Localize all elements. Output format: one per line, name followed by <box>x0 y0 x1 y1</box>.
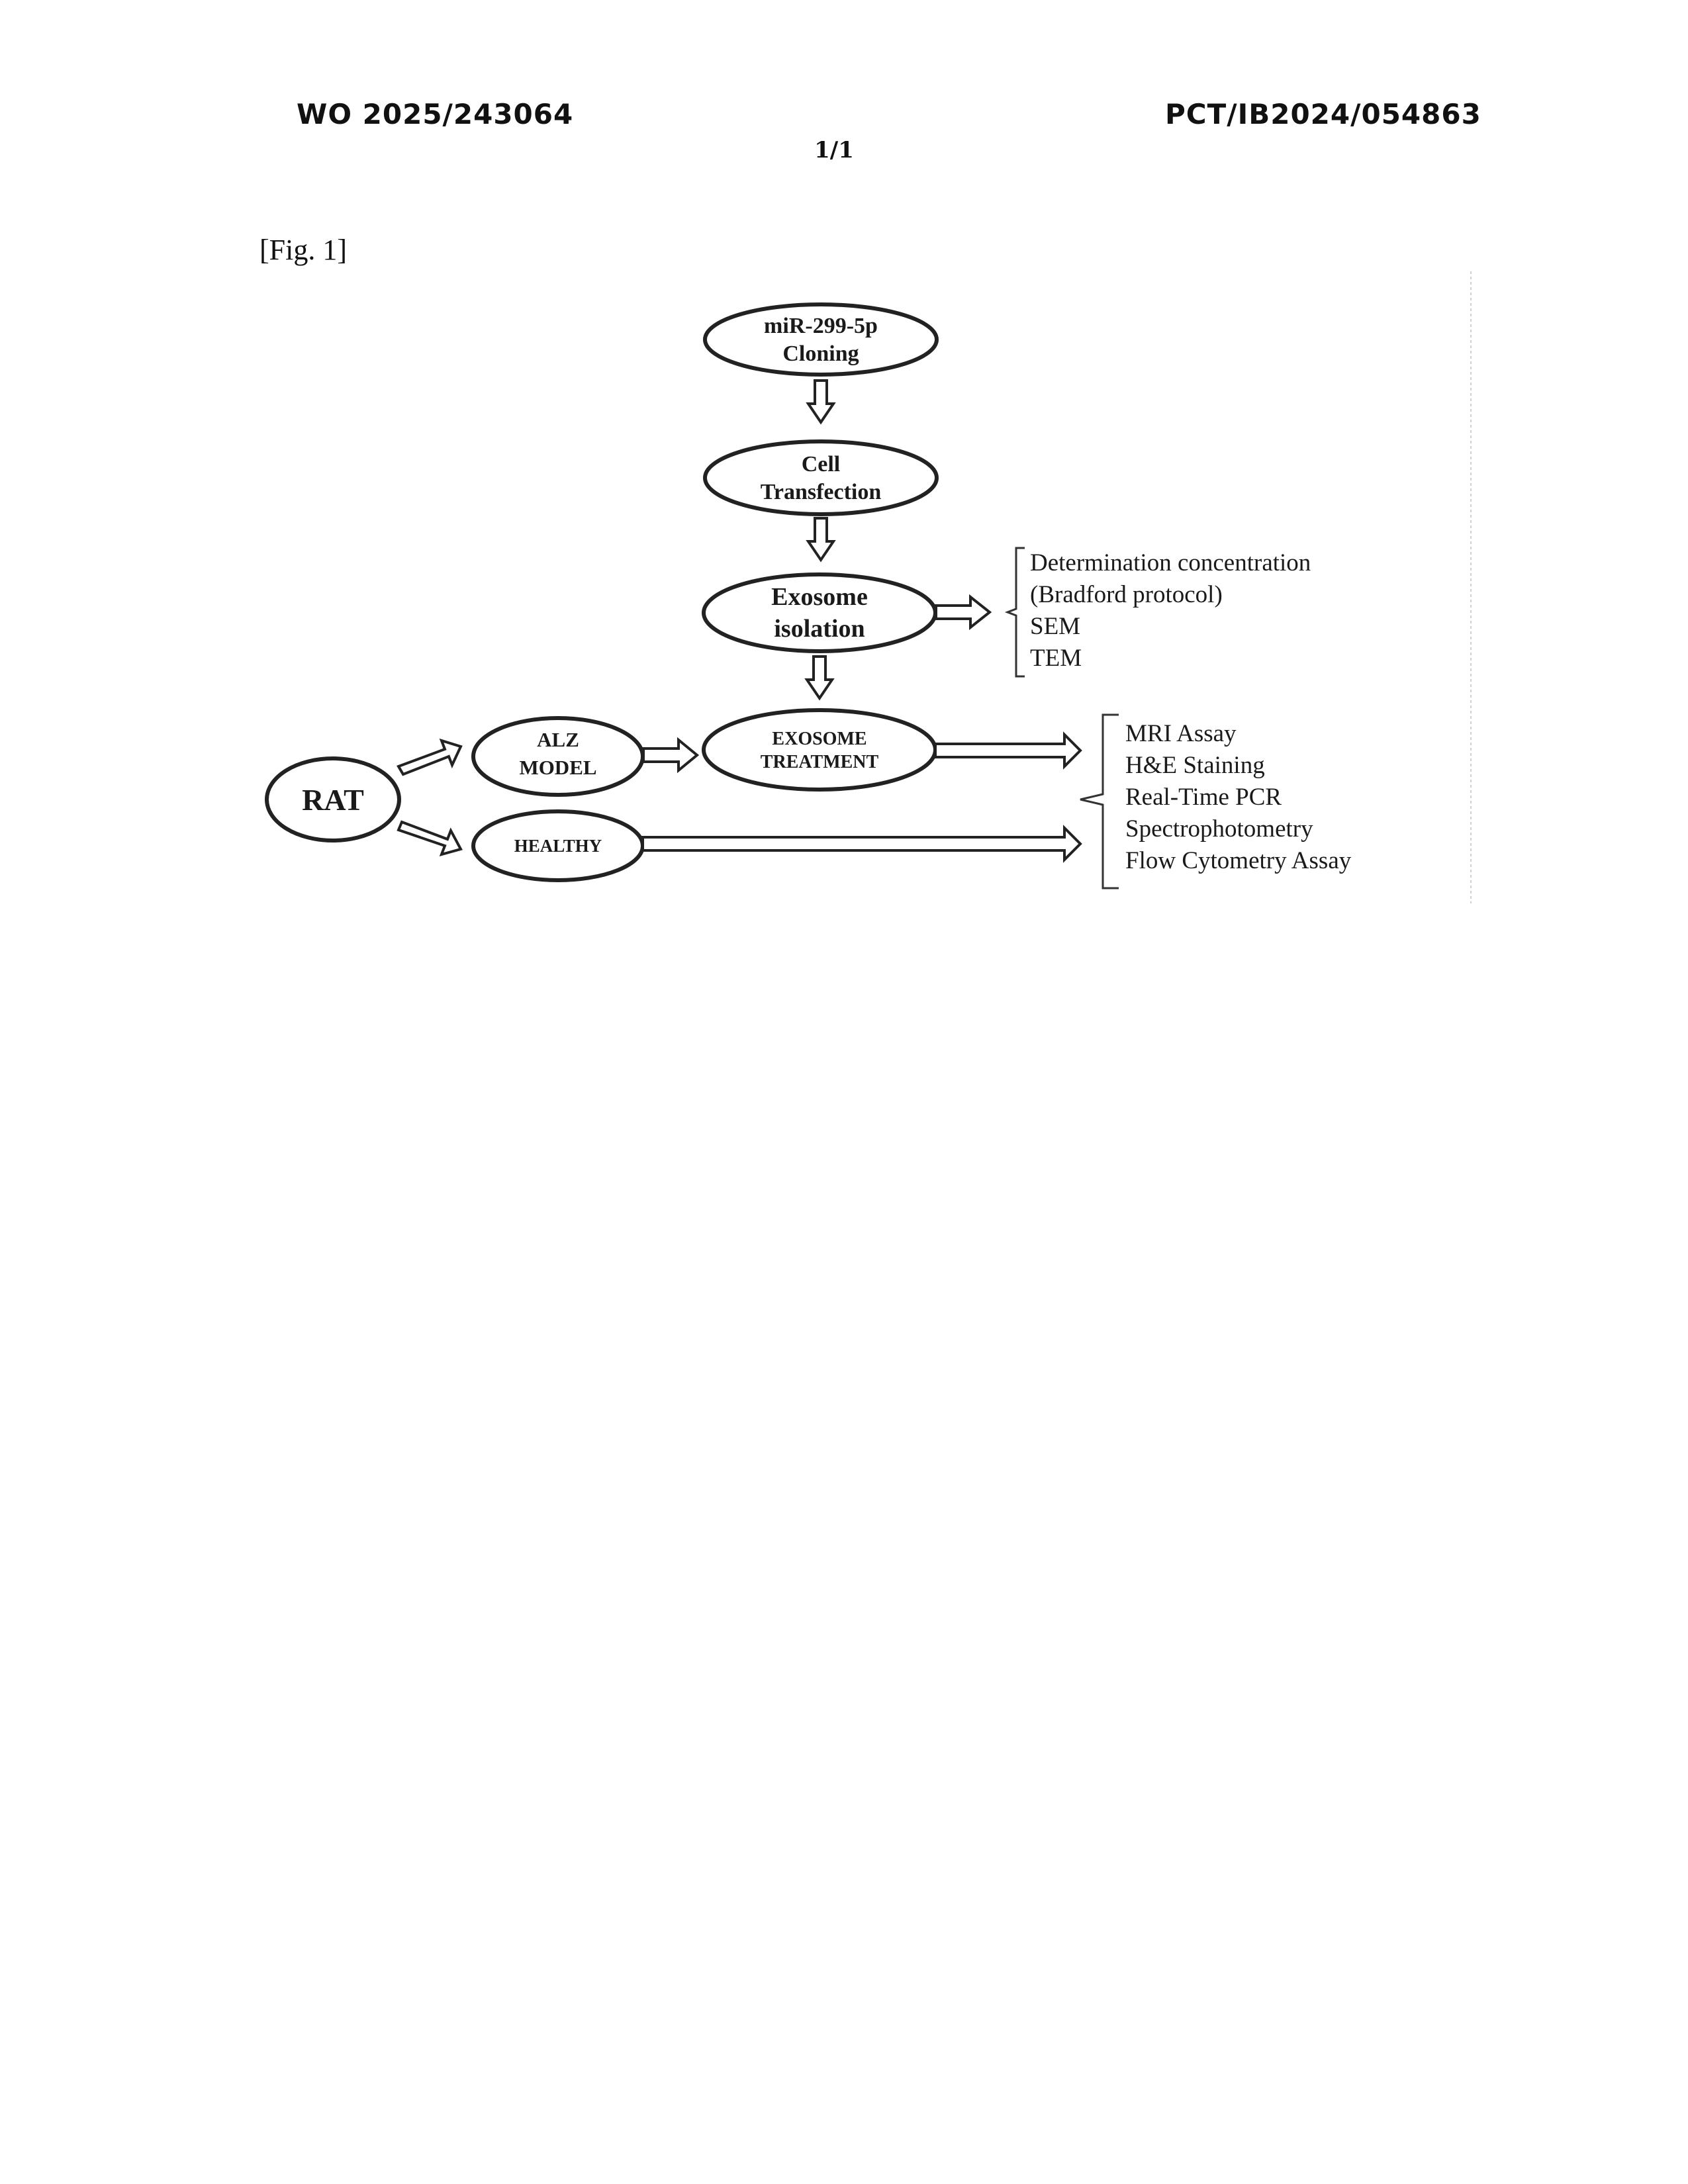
characterization-item: Determination concentration <box>1030 549 1311 576</box>
characterization-item: TEM <box>1030 645 1082 672</box>
arrow-cloning-to-transfection <box>808 381 833 422</box>
characterization-item: (Bradford protocol) <box>1030 581 1223 608</box>
arrow-isolation-to-treatment <box>807 657 832 698</box>
assay-item: Real-Time PCR <box>1125 784 1282 811</box>
assay-item: Spectrophotometry <box>1125 815 1313 842</box>
exosome-isolation-label-2: isolation <box>774 615 865 643</box>
arrow-alz-to-treatment <box>643 740 697 770</box>
exosome-treatment-label-1: EXOSOME <box>772 729 867 749</box>
assay-item: MRI Assay <box>1125 720 1237 747</box>
alz-model-label-2: MODEL <box>519 756 596 779</box>
healthy-label: HEALTHY <box>514 836 602 856</box>
arrow-treatment-to-assays <box>935 735 1080 766</box>
exosome-isolation-label-1: Exosome <box>771 583 868 611</box>
characterization-bracket <box>1008 548 1025 676</box>
alz-model-label-1: ALZ <box>537 728 579 751</box>
cell-transfection-label-2: Transfection <box>761 480 882 504</box>
assay-item: Flow Cytometry Assay <box>1125 847 1352 874</box>
characterization-item: SEM <box>1030 613 1080 640</box>
cell-transfection-label-1: Cell <box>802 452 841 477</box>
arrow-healthy-to-assays <box>643 828 1080 860</box>
mir-cloning-label-1: miR-299-5p <box>764 314 878 338</box>
arrow-transfection-to-isolation <box>808 518 833 560</box>
arrow-rat-to-alz <box>399 741 461 774</box>
arrow-isolation-to-characterization <box>936 597 990 627</box>
assays-bracket <box>1080 715 1119 888</box>
exosome-treatment-node <box>704 710 935 790</box>
assay-item: H&E Staining <box>1125 752 1265 779</box>
rat-label: RAT <box>302 783 364 817</box>
arrow-rat-to-healthy <box>399 822 461 854</box>
exosome-treatment-label-2: TREATMENT <box>761 752 879 772</box>
mir-cloning-label-2: Cloning <box>782 341 859 366</box>
